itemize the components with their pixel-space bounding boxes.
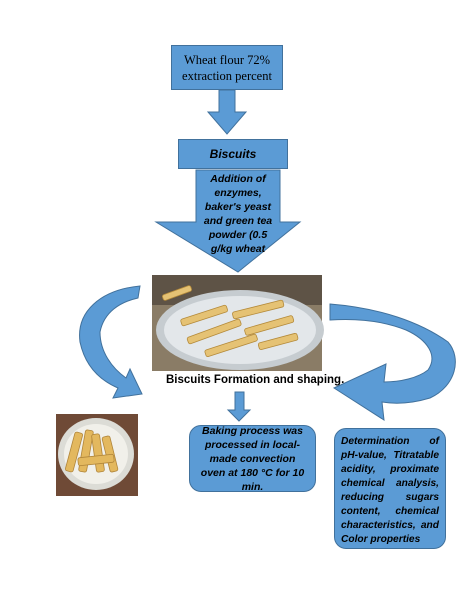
down-arrow-large [154,169,302,273]
biscuits-box: Biscuits [178,139,288,169]
wheat-flour-label: Wheat flour 72% extraction percent [182,52,272,83]
formation-label: Biscuits Formation and shaping. [166,374,345,386]
baking-box: Baking process was processed in local-ma… [189,424,316,493]
down-arrow-small [226,391,252,422]
biscuits-label: Biscuits [209,147,257,161]
down-arrow-1 [206,89,248,135]
wheat-flour-box: Wheat flour 72% extraction percent [171,45,283,90]
determination-label: Determination of pH-value, Titratable ac… [341,436,439,545]
biscuits-tray-photo [152,275,324,371]
determination-box: Determination of pH-value, Titratable ac… [334,428,446,549]
biscuits-plate-photo [56,414,138,496]
right-curved-arrow [329,303,456,421]
left-curved-arrow [79,285,143,399]
baking-label: Baking process was processed in local-ma… [200,424,305,493]
addition-label: Addition of enzymes, baker's yeast and g… [203,173,273,255]
